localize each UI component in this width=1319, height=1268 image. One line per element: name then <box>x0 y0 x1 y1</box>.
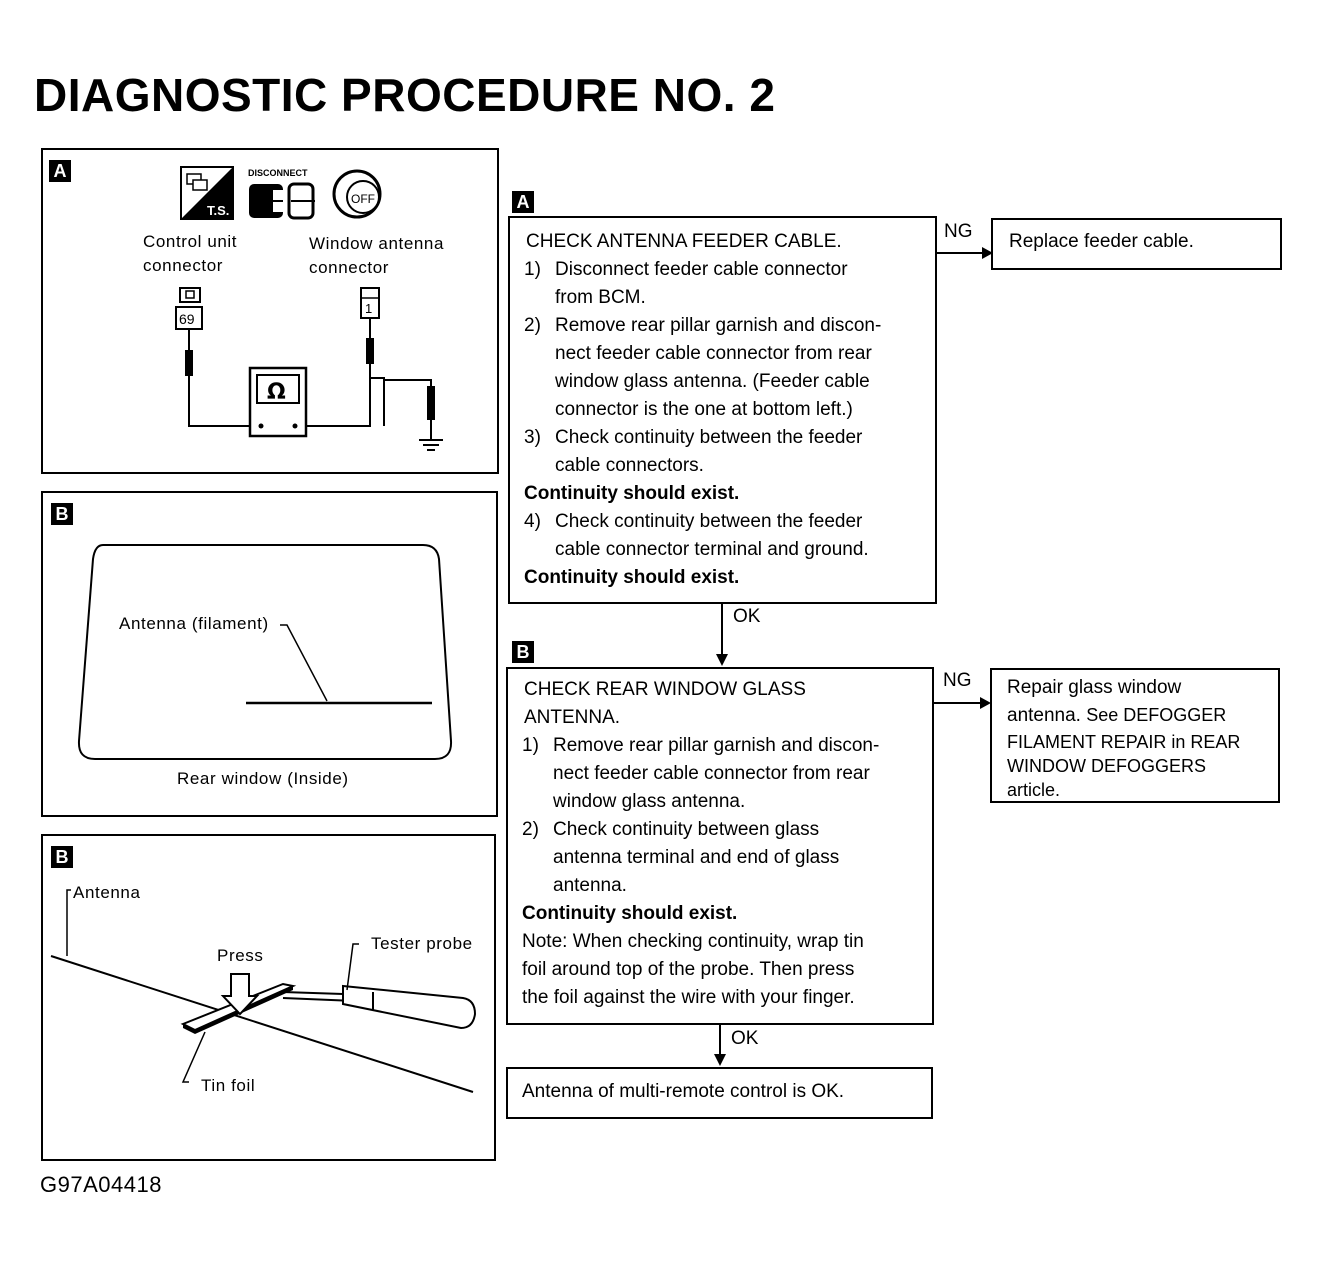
step1-result-2: Continuity should exist. <box>524 567 740 588</box>
ohmmeter-icon: Ω <box>248 366 308 438</box>
step1-item-3: 3) Check continuity between the feeder c… <box>524 427 863 476</box>
control-unit-label-2: connector <box>143 256 224 275</box>
ignition-off-icon: OFF <box>332 169 382 219</box>
step2-ng-label: NG <box>943 670 972 691</box>
tin-foil-diagram <box>50 889 477 1093</box>
step2-item-1: 1) Remove rear pillar garnish and discon… <box>522 735 880 812</box>
step2-ng-action: Repair glass window antenna. See DEFOGGE… <box>990 668 1280 803</box>
svg-text:T.S.: T.S. <box>207 203 229 218</box>
step2-box: CHECK REAR WINDOW GLASS ANTENNA. 1) Remo… <box>506 667 934 1025</box>
press-label: Press <box>217 946 264 965</box>
step1-heading: CHECK ANTENNA FEEDER CABLE. <box>526 231 842 252</box>
step1-ok-label: OK <box>733 606 761 627</box>
panel-b-rear-window: B Antenna (filament) Rear window (Inside… <box>41 491 498 817</box>
panel-a-tag: A <box>49 160 71 182</box>
panel-b2-tag: B <box>51 846 73 868</box>
step1-ng-action: Replace feeder cable. <box>991 218 1282 270</box>
step1-item-2: 2) Remove rear pillar garnish and discon… <box>524 315 882 420</box>
step1-ng-label: NG <box>944 221 973 242</box>
window-antenna-connector-icon: 1 <box>299 287 385 427</box>
step2-result: Continuity should exist. <box>522 903 738 924</box>
window-antenna-label-2: connector <box>309 258 390 277</box>
control-unit-label-1: Control unit <box>143 232 238 251</box>
figure-code: G97A04418 <box>40 1172 162 1197</box>
svg-text:69: 69 <box>179 311 195 327</box>
step2-heading-1: CHECK REAR WINDOW GLASS <box>524 679 806 700</box>
step2-note-2: foil around top of the probe. Then press <box>522 959 855 980</box>
step1-result-1: Continuity should exist. <box>524 483 740 504</box>
step1-box: CHECK ANTENNA FEEDER CABLE. 1) Disconnec… <box>508 216 937 604</box>
step2-heading-2: ANTENNA. <box>524 707 621 728</box>
tester-probe-label: Tester probe <box>371 934 473 953</box>
final-result-box: Antenna of multi-remote control is OK. <box>506 1067 933 1119</box>
panel-a-diagram: T.S. DISCONNECT OFF 69 <box>175 166 443 451</box>
disconnect-icon: DISCONNECT <box>248 168 315 220</box>
svg-text:1: 1 <box>365 301 372 316</box>
svg-text:DISCONNECT: DISCONNECT <box>248 168 308 178</box>
panel-b-tin-foil: B Antenna Press Tester probe Tin foil <box>41 834 496 1161</box>
antenna-filament-label: Antenna (filament) <box>119 614 269 633</box>
panel-b-tag: B <box>51 503 73 525</box>
svg-text:OFF: OFF <box>351 192 375 206</box>
page-title: DIAGNOSTIC PROCEDURE NO. 2 <box>34 69 776 121</box>
svg-text:Ω: Ω <box>267 380 286 405</box>
antenna-label: Antenna <box>73 883 141 902</box>
step2-note-3: the foil against the wire with your fing… <box>522 987 855 1008</box>
control-unit-connector-icon: 69 <box>175 287 251 427</box>
step2-tag: B <box>512 641 534 663</box>
step2-item-2: 2) Check continuity between glass antenn… <box>522 819 840 896</box>
step2-note-1: Note: When checking continuity, wrap tin <box>522 931 864 952</box>
step1-item-1: 1) Disconnect feeder cable connector fro… <box>524 259 848 308</box>
window-antenna-label-1: Window antenna <box>309 234 445 253</box>
rear-window-diagram <box>77 544 453 760</box>
step1-item-4: 4) Check continuity between the feeder c… <box>524 511 869 560</box>
step1-tag: A <box>512 191 534 213</box>
panel-a-wiring: A T.S. DISCONNECT OFF <box>41 148 499 474</box>
rear-window-label: Rear window (Inside) <box>177 769 349 788</box>
ground-lead-icon <box>383 379 443 451</box>
tin-foil-label: Tin foil <box>201 1076 256 1095</box>
test-stand-icon: T.S. <box>180 166 234 220</box>
step2-ok-label: OK <box>731 1028 759 1049</box>
